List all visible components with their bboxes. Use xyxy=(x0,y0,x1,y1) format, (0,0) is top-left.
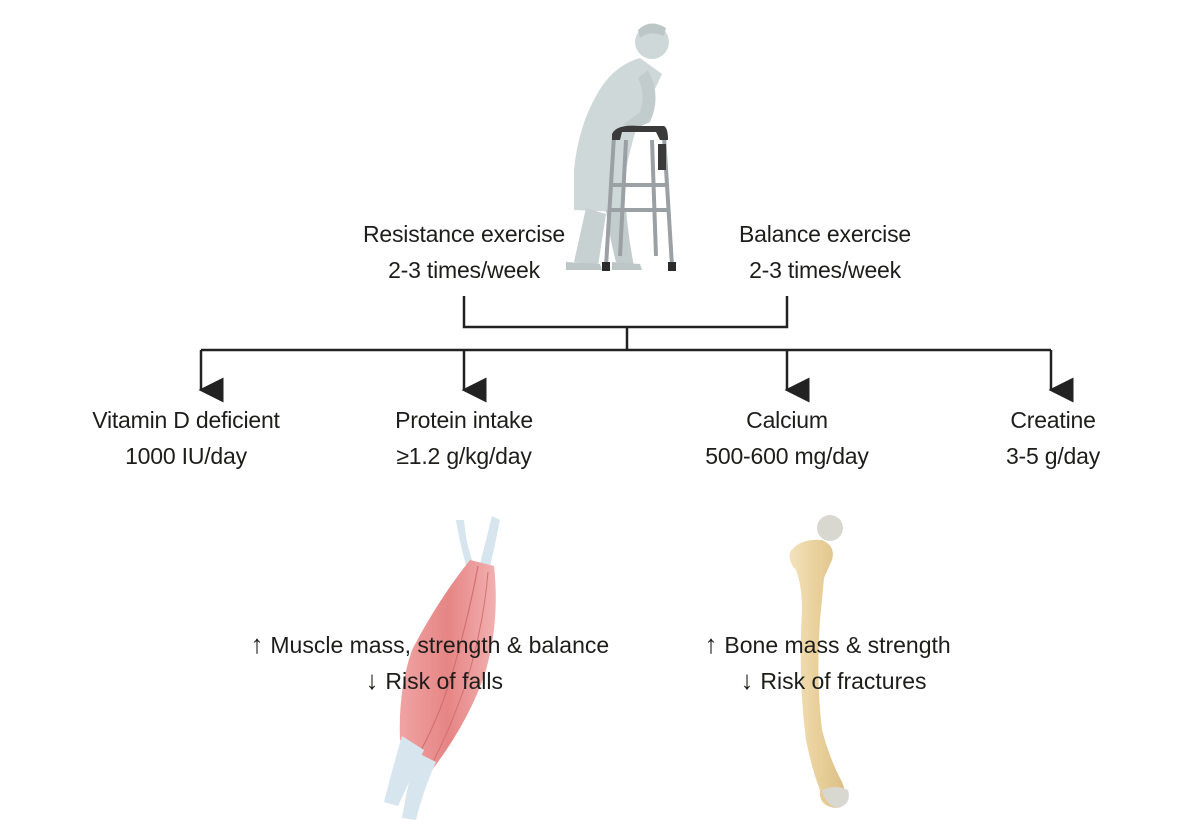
nutrient-creatine: Creatine 3-5 g/day xyxy=(913,402,1193,474)
balance-exercise-label: Balance exercise 2-3 times/week xyxy=(625,216,1025,288)
balance-exercise-title: Balance exercise xyxy=(739,221,911,247)
nutrient-name: Calcium xyxy=(746,407,828,433)
nutrient-vitamin-d: Vitamin D deficient 1000 IU/day xyxy=(46,402,326,474)
muscle-effect-increase: ↑ Muscle mass, strength & balance xyxy=(250,626,610,663)
muscle-icon xyxy=(384,516,500,820)
nutrient-dose: 3-5 g/day xyxy=(1005,443,1101,469)
down-arrow-icon: ↓ xyxy=(365,665,379,695)
bone-effect-decrease: ↓ Risk of fractures xyxy=(740,662,927,699)
nutrient-dose: 1000 IU/day xyxy=(125,443,247,469)
nutrient-name: Protein intake xyxy=(395,407,533,433)
bone-effect-increase-text: Bone mass & strength xyxy=(724,632,951,658)
nutrient-protein: Protein intake ≥1.2 g/kg/day xyxy=(324,402,604,474)
up-arrow-icon: ↑ xyxy=(704,629,718,659)
muscle-effect-increase-text: Muscle mass, strength & balance xyxy=(270,632,610,658)
up-arrow-icon: ↑ xyxy=(250,629,264,659)
elderly-person-with-walker-icon xyxy=(566,23,676,271)
resistance-exercise-title: Resistance exercise xyxy=(362,221,565,247)
femur-bone-icon xyxy=(789,515,849,808)
down-arrow-icon: ↓ xyxy=(740,665,754,695)
nutrient-dose: 500-600 mg/day xyxy=(705,443,869,469)
bone-effect-decrease-text: Risk of fractures xyxy=(760,668,927,694)
resistance-exercise-frequency: 2-3 times/week xyxy=(388,257,540,283)
nutrient-name: Creatine xyxy=(1010,407,1096,433)
nutrient-calcium: Calcium 500-600 mg/day xyxy=(647,402,927,474)
nutrient-name: Vitamin D deficient xyxy=(92,407,280,433)
resistance-exercise-label: Resistance exercise 2-3 times/week xyxy=(264,216,664,288)
connector-lines xyxy=(198,296,1074,403)
bone-effect-increase: ↑ Bone mass & strength xyxy=(704,626,951,663)
muscle-effect-decrease: ↓ Risk of falls xyxy=(365,662,503,699)
muscle-effect-decrease-text: Risk of falls xyxy=(385,668,503,694)
balance-exercise-frequency: 2-3 times/week xyxy=(749,257,901,283)
nutrient-dose: ≥1.2 g/kg/day xyxy=(396,443,532,469)
